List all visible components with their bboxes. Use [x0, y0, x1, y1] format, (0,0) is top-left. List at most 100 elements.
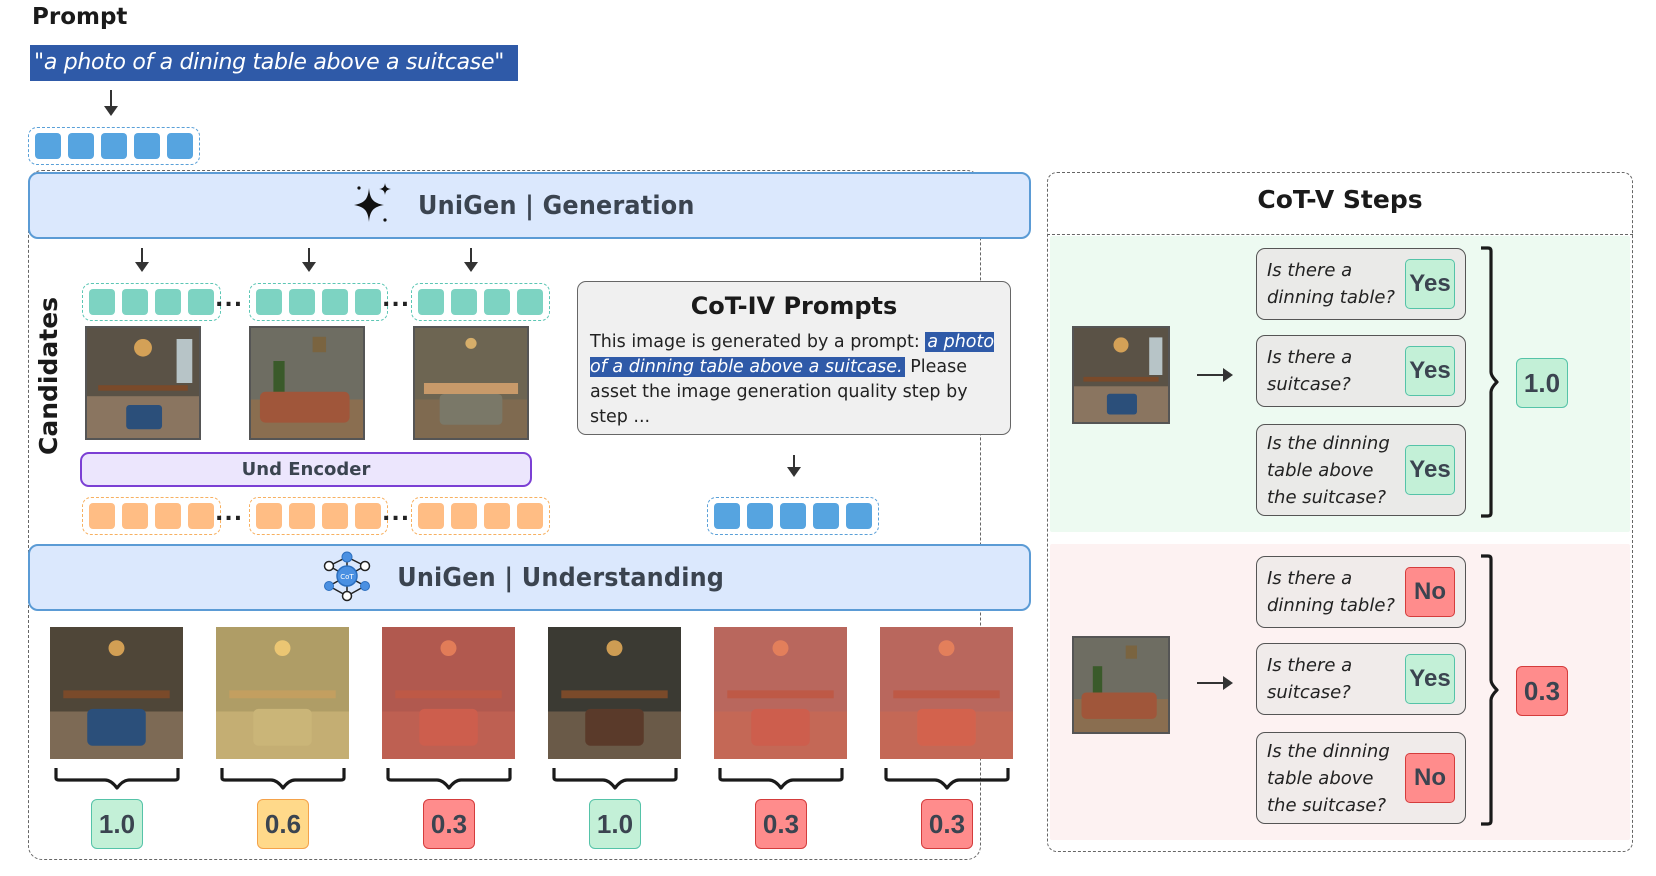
step-answer-badge: Yes	[1405, 259, 1455, 309]
pipeline-panel	[28, 170, 981, 860]
prompt-token-group	[28, 127, 200, 165]
ranked-image	[382, 627, 515, 759]
cot-v-panel	[1047, 172, 1633, 852]
token	[256, 289, 282, 315]
brace-icon	[1478, 554, 1500, 826]
case-image	[1072, 636, 1170, 734]
token	[289, 503, 315, 529]
token	[451, 503, 477, 529]
cot-iv-body-suffix: Please asset the image generation qualit…	[590, 357, 968, 427]
arrow-down-icon	[104, 90, 118, 116]
token	[355, 289, 381, 315]
token	[484, 503, 510, 529]
understanding-module: CoT UniGen | Understanding	[28, 544, 1031, 611]
token	[101, 133, 127, 159]
cot-iv-body-prefix: This image is generated by a prompt:	[590, 332, 926, 352]
prompt-text: "a photo of a dining table above a suitc…	[30, 45, 518, 81]
score-badge: 1.0	[91, 799, 143, 849]
token	[714, 503, 740, 529]
ellipsis: ...	[382, 287, 411, 312]
token	[89, 503, 115, 529]
cot-v-step: Is there a suitcase? Yes	[1256, 335, 1466, 407]
ranked-image	[548, 627, 681, 759]
step-answer-badge: No	[1405, 567, 1455, 617]
token	[68, 133, 94, 159]
step-question: Is there a dinning table?	[1267, 260, 1395, 308]
token	[289, 289, 315, 315]
score-badge: 0.6	[257, 799, 309, 849]
step-question: Is the dinning table above the suitcase?	[1267, 432, 1390, 508]
token	[484, 289, 510, 315]
arrow-down-icon	[464, 248, 478, 272]
case-score-badge: 1.0	[1516, 358, 1568, 408]
encoded-token-group	[82, 497, 221, 535]
score-badge: 0.3	[755, 799, 807, 849]
brace-icon	[385, 766, 513, 792]
ranked-image	[880, 627, 1013, 759]
score-badge: 0.3	[921, 799, 973, 849]
brace-icon	[883, 766, 1011, 792]
token	[322, 503, 348, 529]
sparkle-icon	[352, 182, 396, 230]
ranked-image	[50, 627, 183, 759]
candidate-image	[85, 326, 201, 440]
und-encoder-label: Und Encoder	[241, 459, 371, 480]
step-question: Is there a suitcase?	[1267, 347, 1353, 395]
cot-v-step: Is the dinning table above the suitcase?…	[1256, 732, 1466, 824]
candidate-image	[413, 326, 529, 440]
cot-v-step: Is the dinning table above the suitcase?…	[1256, 424, 1466, 516]
ellipsis: ...	[215, 501, 244, 526]
step-answer-badge: Yes	[1405, 654, 1455, 704]
arrow-down-icon	[135, 248, 149, 272]
token	[35, 133, 61, 159]
prompt-title: Prompt	[32, 4, 128, 30]
encoded-token-group	[249, 497, 388, 535]
token	[155, 289, 181, 315]
candidate-token-group	[411, 283, 550, 321]
encoded-token-group	[411, 497, 550, 535]
arrow-right-icon	[1197, 368, 1233, 382]
token	[418, 503, 444, 529]
step-answer-badge: Yes	[1405, 346, 1455, 396]
token	[451, 289, 477, 315]
step-question: Is there a suitcase?	[1267, 655, 1353, 703]
token	[747, 503, 773, 529]
svg-text:CoT: CoT	[340, 573, 354, 581]
prompt-token-group	[707, 497, 879, 535]
token	[322, 289, 348, 315]
ranked-image	[714, 627, 847, 759]
cot-iv-body: This image is generated by a prompt: a p…	[590, 330, 998, 430]
token	[355, 503, 381, 529]
step-answer-badge: No	[1405, 753, 1455, 803]
step-question: Is there a dinning table?	[1267, 568, 1395, 616]
token	[418, 289, 444, 315]
token	[517, 289, 543, 315]
brace-icon	[219, 766, 347, 792]
token	[188, 503, 214, 529]
token	[167, 133, 193, 159]
case-score-badge: 0.3	[1516, 666, 1568, 716]
ellipsis: ...	[382, 501, 411, 526]
divider	[1047, 234, 1633, 235]
case-image	[1072, 326, 1170, 424]
generation-label: UniGen | Generation	[418, 190, 695, 221]
cot-v-title: CoT-V Steps	[1257, 185, 1423, 214]
token	[188, 289, 214, 315]
ellipsis: ...	[215, 287, 244, 312]
brace-icon	[1478, 246, 1500, 518]
brace-icon	[717, 766, 845, 792]
arrow-down-icon	[302, 248, 316, 272]
cot-iv-title: CoT-IV Prompts	[690, 292, 898, 320]
token	[122, 289, 148, 315]
cot-iv-prompt-box: CoT-IV Prompts This image is generated b…	[577, 281, 1011, 435]
arrow-down-icon	[787, 455, 801, 477]
step-answer-badge: Yes	[1405, 445, 1455, 495]
token	[122, 503, 148, 529]
candidate-token-group	[82, 283, 221, 321]
score-badge: 1.0	[589, 799, 641, 849]
token	[517, 503, 543, 529]
ranked-image	[216, 627, 349, 759]
brace-icon	[551, 766, 679, 792]
token	[256, 503, 282, 529]
cot-v-step: Is there a dinning table? No	[1256, 556, 1466, 628]
